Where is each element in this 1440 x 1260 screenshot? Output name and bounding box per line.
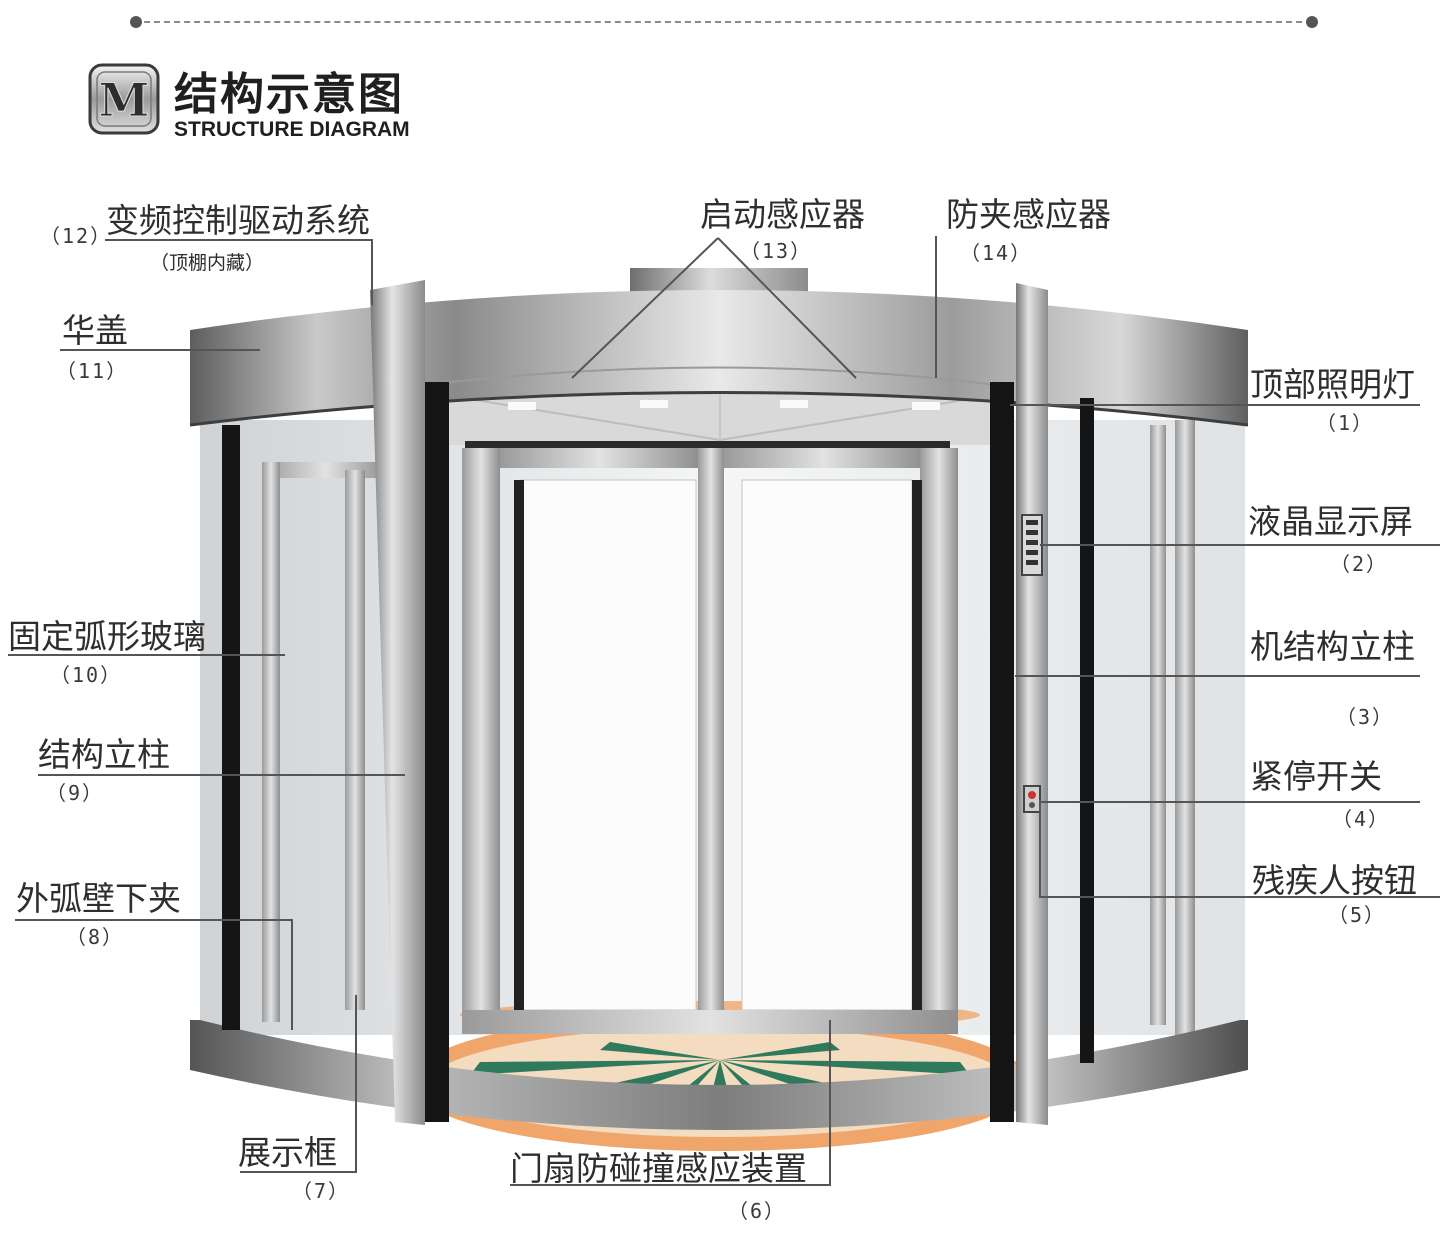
callout-top-lighting: 顶部照明灯 （1）: [1250, 368, 1415, 433]
callout-disabled-button: 残疾人按钮 （5）: [1252, 864, 1417, 925]
callout-label: 液晶显示屏: [1248, 502, 1413, 541]
callout-number: （4）: [1332, 807, 1391, 831]
left-black-post: [425, 382, 449, 1122]
callout-number: （11）: [56, 359, 129, 383]
page-subtitle: STRUCTURE DIAGRAM: [174, 118, 410, 141]
callout-label: 变频控制驱动系统: [106, 201, 370, 240]
right-inner-post: [1080, 398, 1094, 1063]
wing-frame-right-outer: [920, 448, 958, 1033]
callout-label: 门扇防碰撞感应装置: [510, 1149, 807, 1188]
svg-text:M: M: [99, 73, 150, 127]
callout-number: （1）: [1316, 411, 1375, 435]
callout-number: （2）: [1330, 552, 1389, 576]
right-black-post: [990, 382, 1014, 1122]
callout-number: （3）: [1336, 705, 1395, 729]
callout-structure-column: 结构立柱 （9）: [38, 738, 170, 803]
callout-display-frame: 展示框 （7）: [238, 1136, 350, 1201]
callout-label: 结构立柱: [38, 735, 170, 774]
callout-number: （12）: [40, 224, 113, 248]
callout-label: 紧停开关: [1250, 757, 1382, 796]
wing-frame-centre: [698, 448, 724, 1033]
left-outer-post: [222, 425, 240, 1030]
header-rule-dot-left: [130, 16, 142, 28]
callout-canopy: 华盖 （11）: [56, 311, 128, 381]
callout-label: 展示框: [238, 1133, 337, 1172]
callout-label: 外弧壁下夹: [16, 879, 181, 918]
wing-glass-left: [519, 479, 697, 1011]
callout-label: 顶部照明灯: [1250, 365, 1415, 404]
callout-machine-column: 机结构立柱 （3）: [1250, 630, 1415, 727]
callout-lcd-display: 液晶显示屏 （2）: [1248, 505, 1413, 574]
right-structure-panel: [1016, 283, 1048, 1125]
callout-number: （7）: [292, 1179, 351, 1203]
ceiling-light-group: [508, 400, 940, 410]
wing-glass-right: [741, 479, 913, 1011]
leader-lines: [8, 236, 1440, 1186]
callout-label: 华盖: [62, 311, 128, 350]
base-ring: [190, 1020, 1248, 1130]
callout-fixed-arc-glass: 固定弧形玻璃 （10）: [8, 620, 206, 685]
callout-label: 机结构立柱: [1250, 627, 1415, 666]
callout-label: 启动感应器: [700, 195, 865, 234]
callout-anti-collision-sensor: 门扇防碰撞感应装置 （6）: [510, 1152, 807, 1221]
callout-number: （10）: [50, 663, 123, 687]
header-rule-dot-right: [1306, 16, 1318, 28]
left-structure-panel: [370, 280, 425, 1125]
callout-note: （顶棚内藏）: [150, 252, 265, 274]
callout-emergency-stop: 紧停开关 （4）: [1250, 760, 1390, 829]
brand-logo-icon: M: [88, 63, 160, 135]
callout-number: （13）: [740, 239, 813, 263]
callout-number: （6）: [728, 1199, 787, 1223]
callout-label: 残疾人按钮: [1252, 861, 1417, 900]
callout-outer-arc-clamp: 外弧壁下夹 （8）: [16, 882, 181, 947]
callout-number: （5）: [1328, 903, 1387, 927]
callout-number: （8）: [66, 925, 125, 949]
callout-anti-pinch-sensor: 防夹感应器 （14）: [946, 198, 1111, 263]
page-title: 结构示意图: [174, 69, 404, 120]
header-dashed-rule: [134, 21, 1312, 23]
callout-label: 防夹感应器: [946, 195, 1111, 234]
wing-frame-left-outer: [462, 448, 500, 1033]
callout-start-sensor: 启动感应器 （13）: [700, 198, 865, 261]
callout-vfd-drive-system: （12） 变频控制驱动系统 （顶棚内藏）: [40, 204, 370, 273]
callout-label: 固定弧形玻璃: [8, 617, 206, 656]
canopy: [190, 290, 1248, 425]
callout-number: （9）: [46, 781, 105, 805]
callout-number: （14）: [960, 241, 1033, 265]
